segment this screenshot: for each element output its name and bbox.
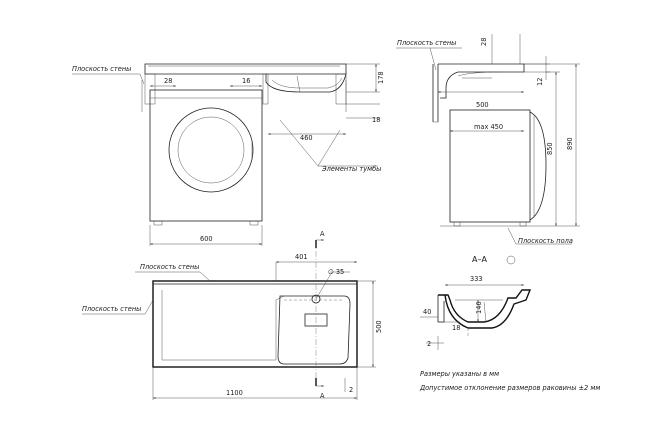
dim-28-front: 28 <box>164 77 172 85</box>
countertop-side <box>438 63 525 99</box>
dim-146-section: 146 <box>475 301 483 314</box>
dim-2-section: 2 <box>427 340 431 348</box>
side-view: Плоскость стены 28 12 500 max 450 850 89… <box>396 34 580 245</box>
dim-600-front: 600 <box>200 235 213 243</box>
countertop-plan <box>152 280 358 368</box>
dim-40-section: 40 <box>423 308 431 316</box>
section-mark-bottom: A <box>320 392 325 400</box>
note-units: Размеры указаны в мм <box>420 370 499 378</box>
dim-28-side: 28 <box>480 38 488 46</box>
label-wall-plane-top-1: Плоскость стены <box>140 263 199 271</box>
dim-333-section: 333 <box>470 275 483 283</box>
dim-18-section: 18 <box>452 324 460 332</box>
dim-850-side: 850 <box>546 142 554 155</box>
dim-12-side: 12 <box>536 78 544 86</box>
washing-machine-side <box>449 109 547 227</box>
dim-401-plan: 401 <box>295 253 308 261</box>
label-floor-plane: Плоскость пола <box>518 237 573 245</box>
dim-dia35-plan: ∅ 35 <box>328 268 344 276</box>
washing-machine-front <box>149 89 263 226</box>
label-wall-plane-top-2: Плоскость стены <box>82 305 141 313</box>
section-title: A–A <box>472 255 487 264</box>
note-tolerance: Допустимое отклонение размеров раковины … <box>419 384 600 392</box>
label-wall-plane-side: Плоскость стены <box>397 39 456 47</box>
dim-178-front: 178 <box>377 71 385 84</box>
dim-16-front: 16 <box>242 77 250 85</box>
label-cabinet-elements: Элементы тумбы <box>321 165 381 173</box>
section-marker-circle <box>506 255 516 265</box>
section-mark-top: A <box>320 230 325 238</box>
basin-section <box>437 289 532 336</box>
section-view: A–A 333 146 40 18 2 <box>420 255 532 350</box>
plan-view: A A 401 ∅ 35 500 1100 2 Плоскость стены … <box>82 230 383 400</box>
dim-1100-plan: 1100 <box>226 389 243 397</box>
dim-500-side: 500 <box>476 101 489 109</box>
dim-460-front: 460 <box>300 134 313 142</box>
dim-500-plan: 500 <box>375 320 383 333</box>
countertop-front <box>144 63 347 75</box>
dim-18-front: 18 <box>372 116 380 124</box>
basin-plan <box>277 295 351 365</box>
label-wall-plane-front: Плоскость стены <box>72 65 131 73</box>
dim-890-side: 890 <box>566 137 574 150</box>
dim-max450-side: max 450 <box>474 123 503 131</box>
notes: Размеры указаны в мм Допустимое отклонен… <box>419 370 600 392</box>
dim-2-plan: 2 <box>349 386 353 394</box>
front-view: Элементы тумбы Плоскость стены 28 16 178… <box>72 63 385 246</box>
basin-front <box>265 73 347 93</box>
